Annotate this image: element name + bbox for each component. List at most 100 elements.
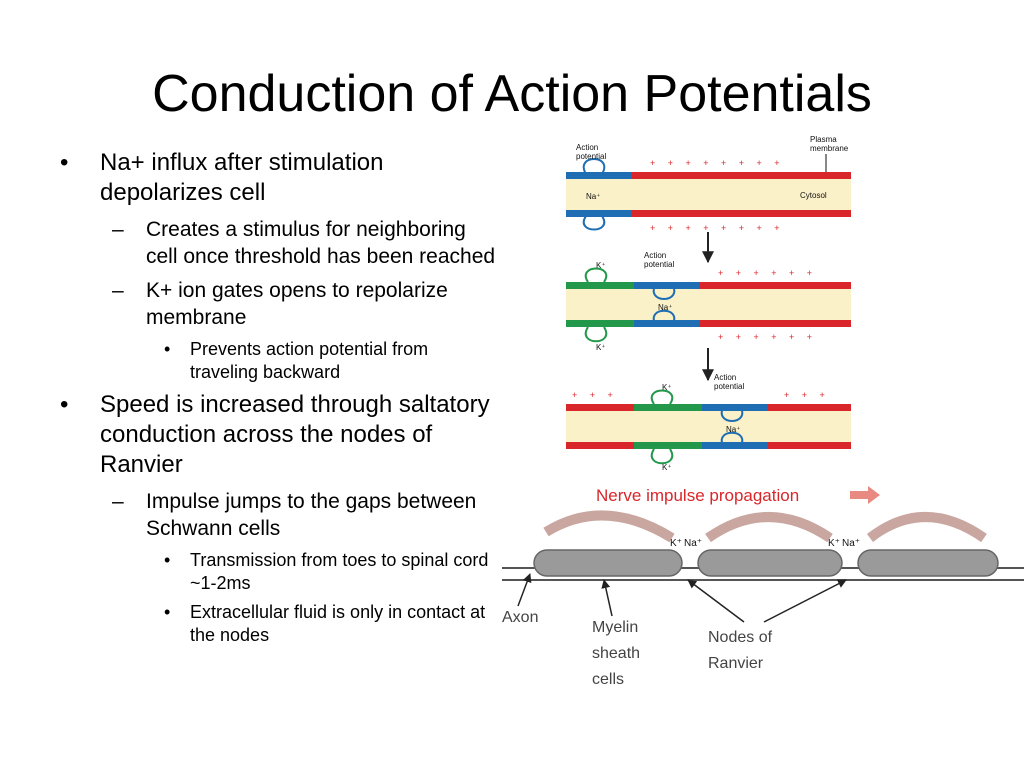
nodes-label: Ranvier	[708, 655, 764, 672]
action-potential-label: Action	[576, 143, 598, 152]
bullet-item: • Speed is increased through saltatory co…	[58, 390, 498, 480]
na-flow-arrow	[652, 283, 676, 300]
axon-label: Axon	[502, 609, 538, 626]
active-zone-top	[702, 404, 768, 411]
bullet-marker: •	[60, 391, 69, 418]
bullet-text: Speed is increased through saltatory con…	[100, 391, 490, 478]
bullet-item: –Creates a stimulus for neighboring cell…	[58, 216, 498, 270]
node-ion-label: Na⁺	[842, 538, 860, 549]
bullet-marker: •	[164, 602, 171, 622]
membrane-top	[566, 172, 851, 179]
action-potential-diagram: Na⁺ Action potential Plasma membrane Cyt…	[502, 135, 1024, 688]
positive-charge-row: + + + + + +	[718, 268, 812, 278]
na-flow-arrow	[582, 158, 606, 175]
repolarizing-zone-top	[566, 282, 634, 289]
cytosol-label: Cytosol	[800, 191, 827, 200]
plasma-membrane-label: Plasma	[810, 135, 837, 144]
myelin-sheath-cell	[697, 549, 843, 577]
propagation-arrow-icon	[850, 486, 880, 504]
positive-charge-row: + + +	[572, 390, 613, 400]
na-flow-arrow	[582, 215, 606, 231]
bullet-item: –K+ ion gates opens to repolarize membra…	[58, 277, 498, 331]
axon-panel-1: Na⁺ Action potential Plasma membrane Cyt…	[566, 135, 851, 233]
active-zone-bottom	[634, 320, 700, 327]
membrane-bottom	[566, 320, 851, 327]
bullet-marker: •	[164, 339, 171, 359]
label-pointer	[687, 579, 745, 623]
k-flow-arrow	[650, 448, 674, 465]
myelin-sheath-cell	[857, 549, 999, 577]
bullet-item: • Prevents action potential from travelin…	[58, 338, 498, 384]
bullet-text: Prevents action potential from traveling…	[190, 339, 429, 382]
node-ion-label: K⁺	[670, 538, 682, 549]
nodes-label: Nodes of	[708, 629, 773, 646]
k-label: K⁺	[662, 383, 672, 392]
plasma-membrane-label: membrane	[810, 144, 849, 153]
na-flow-arrow	[720, 405, 744, 422]
k-flow-arrow	[584, 267, 608, 283]
na-flow-arrow	[652, 309, 676, 326]
repolarizing-zone-top	[634, 404, 702, 411]
bullet-list: • Na+ influx after stimulation depolarize…	[58, 148, 498, 653]
k-flow-arrow	[650, 389, 674, 405]
myelin-label: cells	[592, 671, 624, 688]
bullet-item: • Transmission from toes to spinal cord ~…	[58, 549, 498, 595]
myelin-sheath-cell	[533, 549, 683, 577]
axon-panel-3: K⁺ K⁺ Na⁺ Action potential + + + + + +	[566, 373, 851, 472]
cytosol-band	[566, 174, 851, 214]
k-label: K⁺	[596, 261, 606, 270]
bullet-text: Creates a stimulus for neighboring cell …	[146, 218, 496, 268]
bullet-text: Impulse jumps to the gaps between Schwan…	[146, 490, 477, 540]
bullet-item: • Extracellular fluid is only in contact …	[58, 601, 498, 647]
na-label: Na⁺	[658, 303, 672, 312]
impulse-jump-arrow	[705, 512, 833, 543]
k-label: K⁺	[596, 343, 606, 352]
bullet-item: –Impulse jumps to the gaps between Schwa…	[58, 488, 498, 542]
membrane-top	[566, 282, 851, 289]
node-ion-label: K⁺	[828, 538, 840, 549]
label-pointer	[517, 573, 532, 607]
bullet-text: Na+ influx after stimulation depolarizes…	[100, 149, 384, 206]
propagation-label: Nerve impulse propagation	[596, 486, 799, 505]
active-zone-bottom	[566, 210, 632, 217]
bullet-text: Transmission from toes to spinal cord ~1…	[190, 550, 489, 593]
node-ion-label: Na⁺	[684, 538, 702, 549]
positive-charge-row: + + + + + + + +	[650, 158, 780, 168]
bullet-text: K+ ion gates opens to repolarize membran…	[146, 279, 448, 329]
active-zone-top	[566, 172, 632, 179]
active-zone-bottom	[702, 442, 768, 449]
action-potential-label: Action	[714, 373, 736, 382]
myelin-label: Myelin	[592, 619, 638, 636]
na-flow-arrow	[720, 431, 744, 448]
label-pointer	[763, 579, 847, 623]
bullet-marker: –	[112, 490, 124, 513]
saltatory-conduction-diagram: Nerve impulse propagation K⁺ Na⁺ K⁺ Na⁺ …	[502, 486, 1024, 688]
impulse-jump-arrow	[543, 510, 675, 543]
na-label: Na⁺	[726, 425, 740, 434]
k-label: K⁺	[662, 463, 672, 472]
bullet-marker: •	[60, 149, 69, 176]
action-potential-label: potential	[576, 152, 606, 161]
bullet-item: • Na+ influx after stimulation depolarize…	[58, 148, 498, 208]
cytosol-band	[566, 406, 851, 446]
label-pointer	[601, 579, 613, 617]
bullet-marker: •	[164, 550, 171, 570]
slide-title: Conduction of Action Potentials	[152, 65, 872, 123]
repolarizing-zone-bottom	[566, 320, 634, 327]
axon-panel-2: K⁺ K⁺ Na⁺ Action potential + + + + + + +…	[566, 251, 851, 352]
bullet-marker: –	[112, 279, 124, 302]
bullet-marker: –	[112, 218, 124, 241]
membrane-bottom	[566, 210, 851, 217]
cytosol-band	[566, 284, 851, 324]
bullet-text: Extracellular fluid is only in contact a…	[190, 602, 486, 645]
action-potential-label: Action	[644, 251, 666, 260]
repolarizing-zone-bottom	[634, 442, 702, 449]
positive-charge-row: + + + + + + + +	[650, 223, 780, 233]
positive-charge-row: + + + + + +	[718, 332, 812, 342]
active-zone-top	[634, 282, 700, 289]
k-flow-arrow	[584, 326, 608, 343]
positive-charge-row: + + +	[784, 390, 825, 400]
action-potential-label: potential	[714, 382, 744, 391]
impulse-jump-arrow	[866, 512, 987, 543]
action-potential-label: potential	[644, 260, 674, 269]
